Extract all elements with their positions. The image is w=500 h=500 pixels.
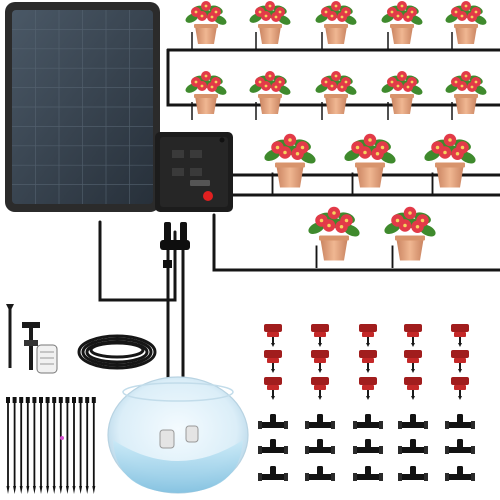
stake-icon — [52, 397, 57, 494]
dripper-icon — [359, 377, 377, 400]
dripper-icon — [264, 324, 282, 347]
flower-pot-icon — [185, 71, 227, 120]
dripper-icon — [451, 350, 469, 373]
dripper-icon — [451, 377, 469, 400]
flower-pot-icon — [315, 1, 357, 50]
stake-icon — [45, 397, 50, 494]
dripper-icon — [311, 324, 329, 347]
tee-connector-icon — [305, 439, 335, 454]
flower-pot-icon — [381, 1, 423, 50]
flower-pot-icon — [185, 1, 227, 50]
controller-box-icon — [155, 132, 233, 212]
tee-connector-icon — [445, 414, 475, 429]
tee-connector-icon — [353, 414, 383, 429]
dripper-icon — [404, 350, 422, 373]
flower-pot-icon — [249, 1, 291, 50]
tee-connector-icon — [398, 414, 428, 429]
stake-icon — [25, 397, 30, 494]
stake-icon — [65, 397, 70, 494]
solar-panel-icon — [5, 2, 160, 212]
stake-icon — [32, 397, 37, 494]
tee-connector-icon — [258, 466, 288, 481]
cable-connector-icon — [160, 222, 190, 268]
tee-connector-icon — [305, 466, 335, 481]
stake-icon — [91, 397, 96, 494]
flower-pot-icon — [384, 206, 436, 268]
dripper-icon — [404, 324, 422, 347]
tee-connector-icon — [258, 439, 288, 454]
stake-icon — [85, 397, 90, 494]
dripper-icon — [311, 377, 329, 400]
stake-icon — [6, 397, 10, 494]
stake-icon — [58, 397, 63, 494]
stake-row — [6, 397, 96, 494]
flower-pot-icon — [344, 133, 396, 195]
tee-connector-icon — [398, 466, 428, 481]
stake-icon — [39, 397, 43, 494]
stake-icon — [19, 397, 24, 494]
flower-pot-icon — [249, 71, 291, 120]
dripper-icon — [451, 324, 469, 347]
flower-pot-icon — [315, 71, 357, 120]
stake-icon — [12, 397, 17, 494]
accessory-parts — [6, 304, 58, 374]
stake-icon — [78, 397, 83, 494]
tee-connector-icon — [398, 439, 428, 454]
flower-pot-icon — [445, 1, 487, 50]
stake-icon — [72, 397, 76, 494]
flower-pot-icon — [445, 71, 487, 120]
tee-connector-icon — [353, 439, 383, 454]
tee-connector-icon — [353, 466, 383, 481]
flower-pot-icon — [424, 133, 476, 195]
dripper-icon — [264, 350, 282, 373]
dripper-icon — [359, 324, 377, 347]
tee-connector-icon — [258, 414, 288, 429]
tee-connector-icon — [445, 466, 475, 481]
flower-pot-icon — [308, 206, 360, 268]
dripper-icon — [359, 350, 377, 373]
tee-connector-icon — [305, 414, 335, 429]
tee-connector-icon — [445, 439, 475, 454]
flower-pot-icon — [381, 71, 423, 120]
dripper-icon — [264, 377, 282, 400]
flower-pot-icon — [264, 133, 316, 195]
power-button-icon — [203, 191, 213, 201]
water-bowl-icon — [107, 376, 249, 494]
tubing-roll-icon — [77, 334, 157, 370]
dripper-icon — [311, 350, 329, 373]
dripper-icon — [404, 377, 422, 400]
